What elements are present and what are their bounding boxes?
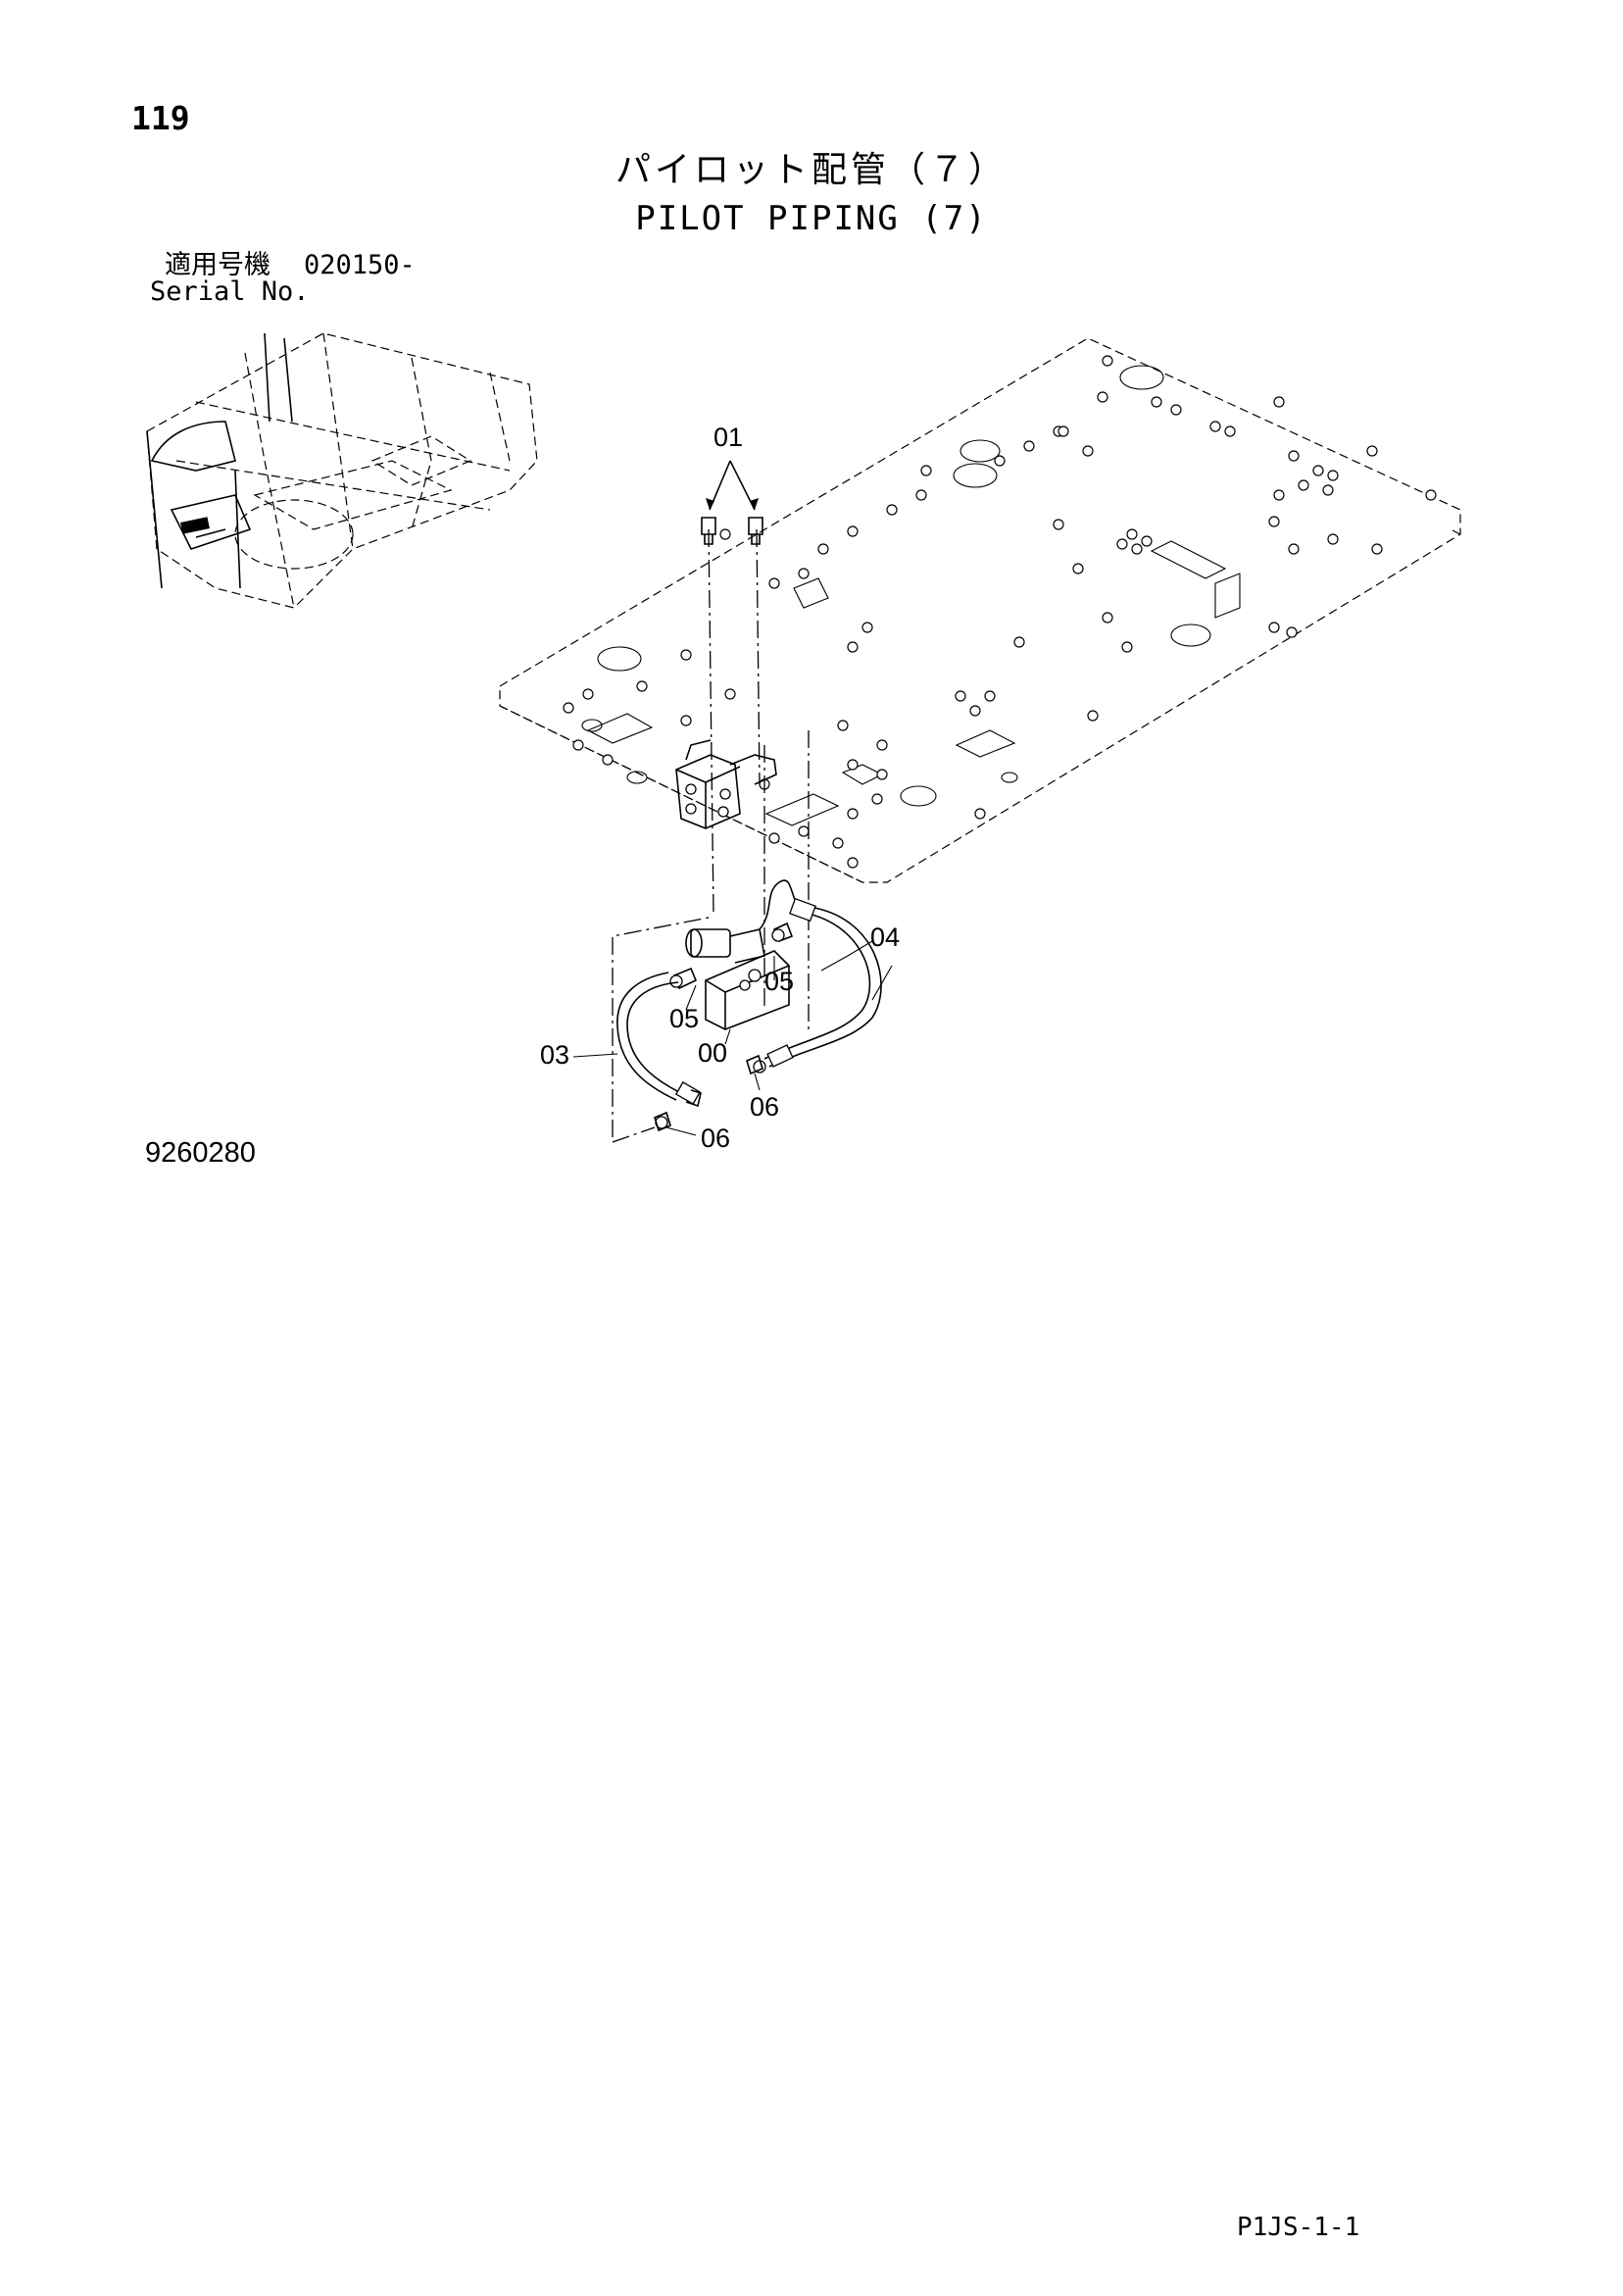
plate-holes [581, 365, 1241, 826]
pilot-piping-exploded-diagram: 01 04 05 05 00 03 06 06 [146, 332, 1461, 1153]
callout-00: 00 [698, 1038, 727, 1068]
part-01-bolts [701, 460, 763, 545]
drawing-number: 9260280 [145, 1137, 256, 1169]
page-title-english: PILOT PIPING (7) [635, 199, 988, 238]
page-code: P1JS-1-1 [1237, 2213, 1360, 2242]
callout-04: 04 [870, 923, 900, 952]
callout-leaders [572, 940, 873, 1136]
plate-valve-assembly [675, 739, 777, 829]
page-title-japanese: パイロット配管（７） [615, 150, 1008, 190]
callout-labels: 01 04 05 05 00 03 06 06 [540, 423, 900, 1153]
plate-bolts [563, 355, 1437, 869]
callout-05-right: 05 [764, 967, 794, 996]
serial-label-japanese: 適用号機 [165, 250, 270, 280]
part-04-hose [753, 897, 893, 1073]
part-03-hose [616, 972, 702, 1129]
floor-plate [499, 337, 1461, 883]
part-06-plugs [654, 1054, 763, 1132]
callout-06-right: 06 [750, 1092, 779, 1122]
callout-05-left: 05 [669, 1004, 699, 1033]
part-05-adapters [669, 922, 794, 990]
serial-label-english: Serial No. [150, 276, 310, 307]
part-00-valve-block [685, 879, 805, 1030]
callout-06-left: 06 [701, 1123, 730, 1153]
serial-number-value: 020150- [304, 250, 416, 280]
cab-locator-view [146, 332, 538, 609]
callout-03: 03 [540, 1040, 569, 1070]
assembly-guide-lines [612, 528, 810, 1143]
callout-01: 01 [713, 423, 743, 452]
page-number: 119 [131, 99, 190, 137]
